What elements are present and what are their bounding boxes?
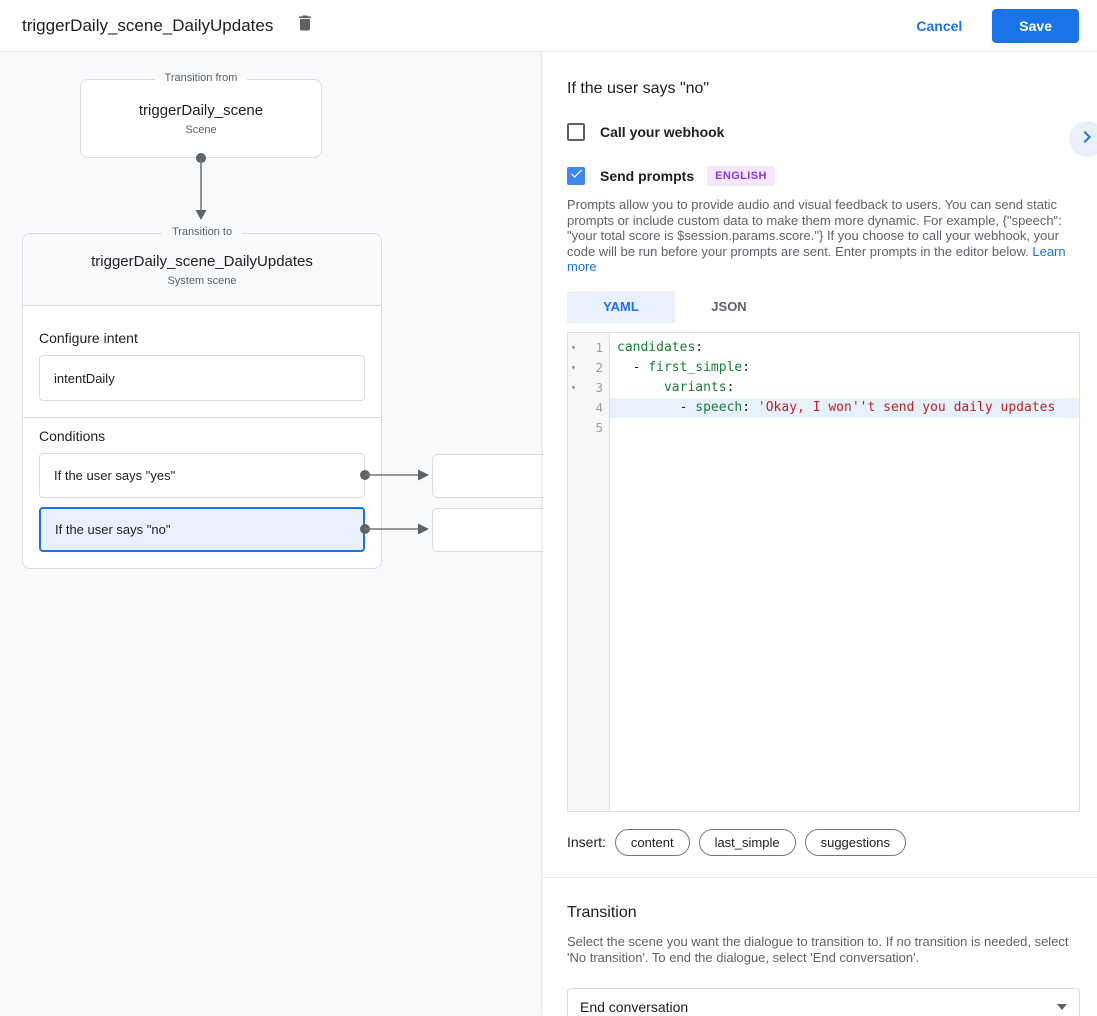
condition-item-yes[interactable]: If the user says "yes" bbox=[39, 453, 365, 498]
chevron-right-icon bbox=[1075, 125, 1097, 154]
code-line-content: candidates: bbox=[617, 339, 704, 355]
call-webhook-label: Call your webhook bbox=[600, 124, 725, 140]
code-line[interactable]: ▾1 candidates: bbox=[568, 338, 1079, 358]
scene-diagram-canvas: Transition from triggerDaily_scene Scene… bbox=[0, 52, 552, 1016]
condition-detail-panel: If the user says "no" Call your webhook … bbox=[543, 52, 1097, 1016]
panel-divider bbox=[543, 876, 1097, 878]
call-webhook-checkbox[interactable] bbox=[567, 123, 585, 141]
page-title: triggerDaily_scene_DailyUpdates bbox=[22, 15, 274, 35]
insert-chip-content[interactable]: content bbox=[614, 828, 690, 856]
conditions-label: Conditions bbox=[39, 428, 106, 444]
condition-item-label: If the user says "yes" bbox=[54, 468, 176, 483]
tab-yaml[interactable]: YAML bbox=[567, 290, 675, 323]
to-scene-subtitle: System scene bbox=[167, 274, 237, 287]
prompts-description: Prompts allow you to provide audio and v… bbox=[567, 197, 1066, 275]
insert-row: Insert: content last_simple suggestions bbox=[567, 828, 1080, 856]
line-number: 4 bbox=[595, 399, 603, 415]
insert-label: Insert: bbox=[567, 834, 606, 851]
condition-item-label: If the user says "no" bbox=[55, 522, 171, 537]
section-divider bbox=[23, 417, 381, 418]
line-number: ▾2 bbox=[568, 358, 610, 378]
transition-dropdown-value: End conversation bbox=[580, 998, 689, 1015]
code-line-content: - first_simple: bbox=[617, 359, 751, 375]
transition-description: Select the scene you want the dialogue t… bbox=[567, 933, 1069, 965]
learn-more-link[interactable]: Learn more bbox=[567, 243, 1066, 275]
transition-from-box[interactable]: Transition from triggerDaily_scene Scene bbox=[80, 72, 322, 158]
to-scene-header[interactable]: triggerDaily_scene_DailyUpdates System s… bbox=[23, 234, 381, 306]
intent-item[interactable]: intentDaily bbox=[39, 355, 365, 401]
send-prompts-label: Send prompts bbox=[600, 168, 695, 184]
save-button[interactable]: Save bbox=[992, 8, 1079, 43]
fold-arrow-icon[interactable]: ▾ bbox=[571, 362, 576, 372]
insert-chip-last-simple[interactable]: last_simple bbox=[698, 828, 796, 856]
line-number: ▾1 bbox=[568, 338, 610, 358]
code-line[interactable]: 4 - speech: 'Okay, I won''t send you dai… bbox=[568, 397, 1079, 418]
send-prompts-checkbox[interactable] bbox=[567, 167, 585, 185]
collapse-panel-button[interactable] bbox=[1069, 121, 1097, 157]
transition-from-legend: Transition from bbox=[81, 72, 321, 84]
code-line-content: variants: bbox=[663, 379, 735, 395]
dropdown-caret-icon bbox=[1057, 1003, 1067, 1010]
panel-heading: If the user says "no" bbox=[567, 80, 710, 97]
configure-intent-label: Configure intent bbox=[39, 330, 138, 346]
tab-json[interactable]: JSON bbox=[711, 299, 747, 315]
code-line[interactable]: 5 bbox=[568, 418, 1079, 438]
insert-chip-suggestions[interactable]: suggestions bbox=[804, 828, 906, 856]
delete-button[interactable] bbox=[291, 12, 319, 40]
fold-arrow-icon[interactable]: ▾ bbox=[571, 382, 576, 392]
editor-tabs: YAML JSON bbox=[567, 290, 1080, 323]
code-line-content: - speech: 'Okay, I won''t send you daily… bbox=[610, 397, 1079, 418]
to-scene-body: Configure intent intentDaily Conditions … bbox=[23, 306, 381, 552]
language-badge: ENGLISH bbox=[707, 166, 775, 186]
from-scene-title: triggerDaily_scene bbox=[138, 101, 264, 119]
transition-heading: Transition bbox=[567, 903, 637, 921]
trash-icon bbox=[295, 13, 315, 38]
line-number: ▾3 bbox=[568, 378, 610, 398]
transition-target-box[interactable] bbox=[432, 454, 552, 498]
checkmark-icon bbox=[569, 166, 584, 186]
fold-arrow-icon[interactable]: ▾ bbox=[571, 342, 576, 352]
intent-item-label: intentDaily bbox=[54, 370, 115, 386]
code-line[interactable]: ▾2 - first_simple: bbox=[568, 358, 1079, 378]
editor-gutter bbox=[568, 332, 610, 811]
code-line[interactable]: ▾3 variants: bbox=[568, 378, 1079, 398]
to-scene-title: triggerDaily_scene_DailyUpdates bbox=[91, 252, 313, 270]
app-header: triggerDaily_scene_DailyUpdates Cancel S… bbox=[0, 0, 1097, 52]
webhook-checkbox-row[interactable]: Call your webhook bbox=[567, 123, 1080, 141]
cancel-button[interactable]: Cancel bbox=[916, 17, 963, 34]
code-line-content bbox=[610, 418, 1079, 438]
from-scene-subtitle: Scene bbox=[185, 123, 217, 136]
transition-target-box[interactable] bbox=[432, 508, 552, 552]
condition-item-no[interactable]: If the user says "no" bbox=[39, 507, 365, 552]
transition-dropdown[interactable]: End conversation bbox=[567, 987, 1080, 1016]
transition-to-box: Transition to triggerDaily_scene_DailyUp… bbox=[22, 226, 382, 569]
prompts-checkbox-row[interactable]: Send prompts ENGLISH bbox=[567, 166, 1080, 186]
line-number: 5 bbox=[595, 419, 603, 435]
